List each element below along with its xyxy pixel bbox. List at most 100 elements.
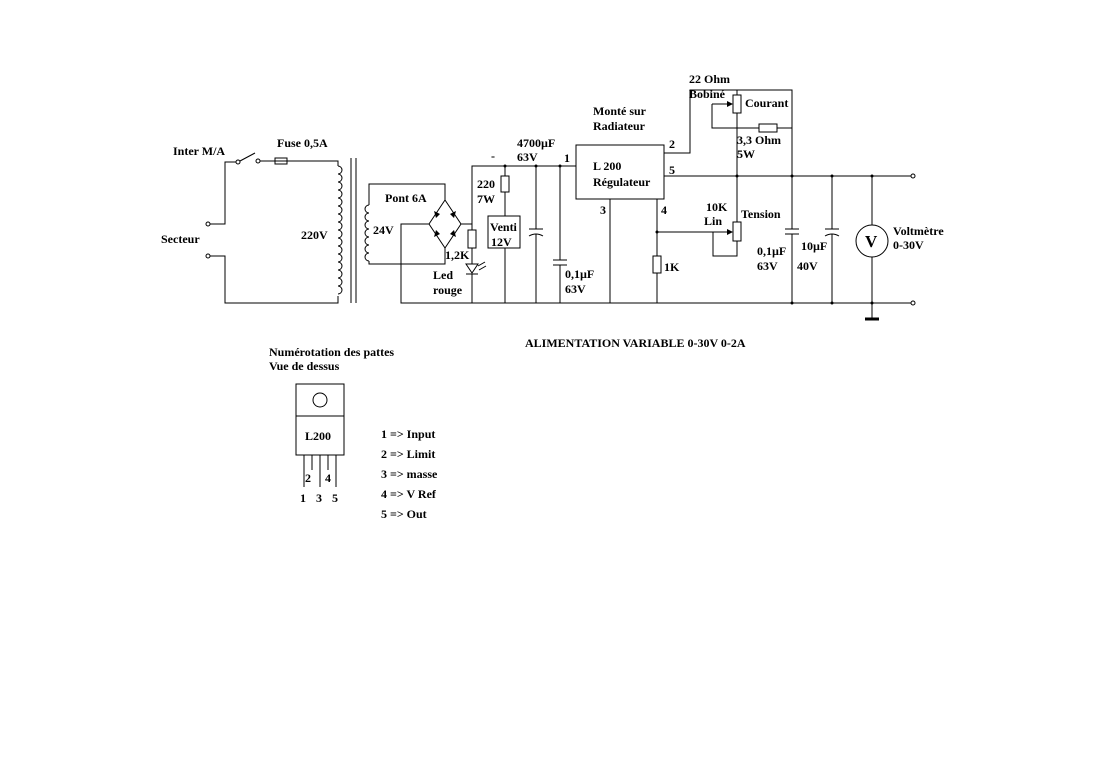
regulator-l200: L 200 Régulateur Monté sur Radiateur 1 2…	[564, 104, 727, 303]
voltage-adjust: 10K Lin Tension	[704, 176, 781, 257]
pot-label-line1: 10K	[706, 200, 728, 214]
resistor-3-3ohm	[758, 123, 778, 133]
chip-pin-label-5: 5	[332, 491, 338, 505]
regulator-pin4: 4	[661, 203, 667, 217]
voltmeter-symbol: V	[865, 232, 878, 251]
junction-dot	[790, 174, 794, 178]
r22-label-line2: Bobiné	[689, 87, 726, 101]
mains-terminal-top	[205, 221, 211, 227]
bridge-diode-4	[450, 230, 456, 237]
output-stage: V 0,1µF 63V 10µF 40V Voltmètre 0-30V	[472, 164, 944, 321]
cap-out2-value: 10µF	[801, 239, 827, 253]
fan-box	[487, 215, 521, 249]
switch-contact-right	[255, 158, 261, 164]
switch-contact-left	[235, 159, 241, 165]
cap-out1-voltage: 63V	[757, 259, 778, 273]
bridge-diode-1	[434, 211, 440, 218]
cap-out1-value: 0,1µF	[757, 244, 786, 258]
chip-label: L200	[305, 429, 331, 443]
bridge-outline	[428, 199, 462, 249]
regulator-pin3: 3	[600, 203, 606, 217]
junction-dot	[534, 164, 538, 168]
diagram-title: ALIMENTATION VARIABLE 0-30V 0-2A	[525, 336, 746, 350]
cap-main-value: 4700µF	[517, 136, 555, 150]
regulator-label-line2: Régulateur	[593, 175, 651, 189]
led-resistor-label: 1,2K	[445, 248, 470, 262]
filter-capacitors: 4700µF 63V 0,1µF 63V	[517, 136, 594, 303]
cap-in-value: 0,1µF	[565, 267, 594, 281]
pin-legend-item: 4 => V Ref	[381, 487, 437, 501]
junction-dot	[503, 164, 507, 168]
junction-dot	[870, 174, 874, 178]
pin-legend-item: 2 => Limit	[381, 447, 435, 461]
bridge-diode-3	[434, 230, 440, 237]
junction-dot	[558, 164, 562, 168]
junction-dot	[735, 174, 739, 178]
junction-dot	[790, 301, 794, 305]
chip-pin-label-4: 4	[325, 471, 331, 485]
resistor-22ohm	[732, 94, 742, 114]
led-label-line1: Led	[433, 268, 453, 282]
pinout-section: Numérotation des pattes Vue de dessus L2…	[269, 345, 438, 521]
wire-bridge-ground	[400, 223, 472, 304]
regulator-pin5: 5	[669, 163, 675, 177]
mains-terminal-bottom	[205, 253, 211, 259]
chip-mounting-hole-icon	[312, 392, 328, 408]
r22-wiper-arrow	[727, 101, 733, 107]
transformer: 24V	[337, 158, 446, 303]
resistor-1k-label: 1K	[664, 260, 680, 274]
r33-label-line2: 5W	[737, 147, 755, 161]
junction-dot	[830, 174, 834, 178]
bridge-label: Pont 6A	[385, 191, 427, 205]
junction-dot	[655, 230, 659, 234]
fan-label-line1: Venti	[490, 220, 518, 234]
transformer-secondary-coil	[364, 204, 370, 262]
r22-label-line1: 22 Ohm	[689, 72, 730, 86]
bridge-diode-2	[450, 211, 456, 218]
mains-input: Inter M/A Fuse 0,5A Secteur 220V	[161, 136, 339, 304]
wire-mains-bottom	[210, 255, 339, 304]
pin-legend-item: 5 => Out	[381, 507, 427, 521]
wire-bridge-plus	[461, 165, 536, 225]
led-light-arrow-1	[477, 261, 486, 267]
transformer-primary-coil	[337, 165, 343, 295]
fan-minus-mark: -	[491, 149, 495, 163]
fan-branch: 220 7W Venti 12V -	[477, 149, 521, 303]
pin-legend-item: 3 => masse	[381, 467, 438, 481]
chip-pin-label-2: 2	[305, 471, 311, 485]
fuse-label: Fuse 0,5A	[277, 136, 328, 150]
voltage-label: Tension	[741, 207, 781, 221]
fan-resistor-value: 220	[477, 177, 495, 191]
mains-voltage-label: 220V	[301, 228, 328, 242]
heatsink-label-line1: Monté sur	[593, 104, 647, 118]
wire-mains-top	[210, 161, 236, 225]
chip-pin-label-1: 1	[300, 491, 306, 505]
cap-in-voltage: 63V	[565, 282, 586, 296]
voltmeter-label-line1: Voltmètre	[893, 224, 944, 238]
mains-label: Secteur	[161, 232, 200, 246]
wire-secondary-bottom	[368, 248, 446, 265]
voltmeter-label-line2: 0-30V	[893, 238, 924, 252]
pot-wiper-arrow	[727, 229, 733, 235]
pot-label-line2: Lin	[704, 214, 722, 228]
led-branch: 1,2K Led rouge	[433, 224, 487, 303]
regulator-pin1: 1	[564, 151, 570, 165]
junction-dot	[870, 301, 874, 305]
output-terminal-negative[interactable]	[910, 300, 916, 306]
pinout-heading-line1: Numérotation des pattes	[269, 345, 394, 359]
pot-10k	[732, 221, 742, 242]
led-light-arrow-2	[478, 265, 487, 271]
output-terminal-positive[interactable]	[910, 173, 916, 179]
switch-lever	[239, 152, 256, 162]
pin-legend-item: 1 => Input	[381, 427, 435, 441]
led-diode-icon	[465, 263, 479, 274]
fan-resistor	[500, 175, 510, 193]
wire-secondary-top	[368, 183, 446, 205]
wire-fuse-transformer	[287, 160, 339, 166]
led-resistor	[467, 229, 477, 249]
current-label: Courant	[745, 96, 788, 110]
chip-body	[295, 415, 345, 456]
bridge-rectifier: Pont 6A	[385, 165, 536, 304]
fan-label-line2: 12V	[491, 235, 512, 249]
